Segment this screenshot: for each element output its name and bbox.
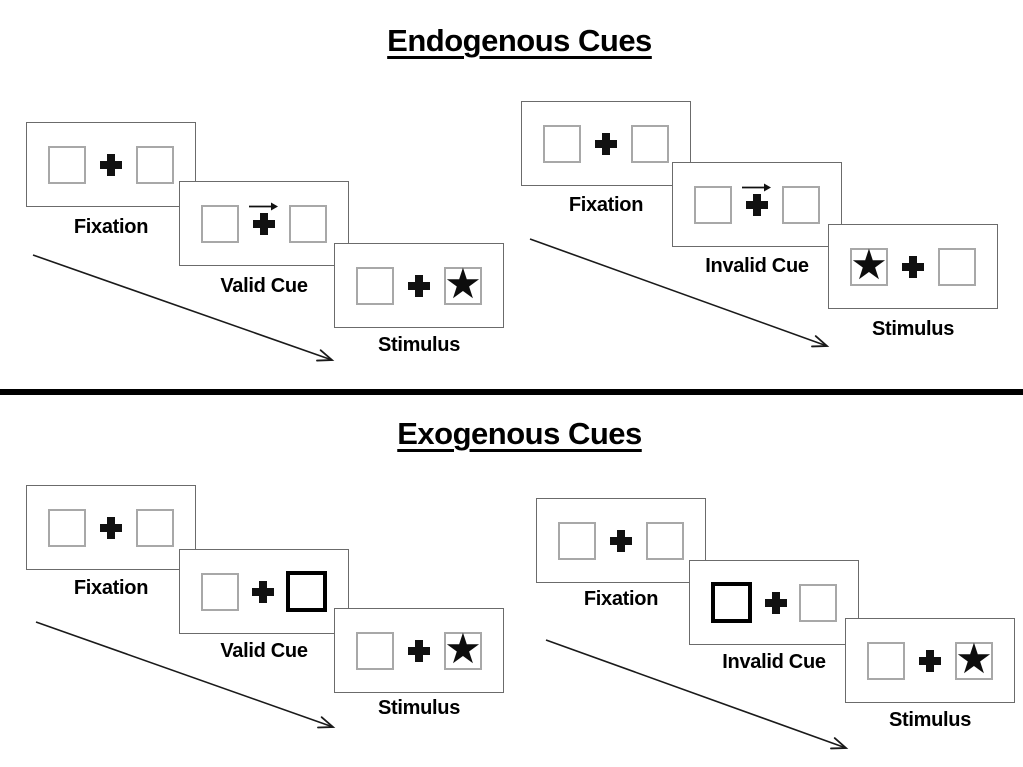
placeholder-box-left [694, 185, 732, 224]
fixation-cross-icon [100, 153, 122, 176]
stimulus-box-right: ★ [955, 634, 993, 683]
panel-label: Fixation [568, 194, 644, 216]
panel-label: Stimulus [377, 334, 461, 356]
panel-label: Fixation [73, 216, 149, 238]
cue-panel [179, 549, 349, 634]
placeholder-box-left [558, 521, 596, 560]
fixation-cross-icon [610, 529, 632, 552]
section-title-exogenous: Exogenous Cues [397, 416, 642, 451]
timeline-arrow-endogenous-valid [32, 254, 335, 362]
placeholder-box-right [136, 145, 174, 184]
center-area [759, 561, 793, 644]
section-divider [0, 389, 1023, 395]
star-icon: ★ [444, 624, 482, 673]
panel-label: Invalid Cue [705, 255, 809, 277]
placeholder-box-left [201, 204, 239, 243]
fixation-cross-icon [746, 193, 768, 216]
center-area [913, 619, 947, 702]
center-area [246, 550, 280, 633]
placeholder-box-left [867, 641, 905, 680]
panel-label: Fixation [583, 588, 659, 610]
placeholder-box-right [938, 247, 976, 286]
placeholder-box-right [631, 124, 669, 163]
placeholder-box-right [289, 204, 327, 243]
center-area [740, 163, 774, 246]
panel-label: Stimulus [888, 709, 972, 731]
right-arrow-cue-icon [249, 202, 278, 211]
star-icon: ★ [850, 240, 888, 289]
panel-label: Invalid Cue [722, 651, 826, 673]
panel-label: Stimulus [377, 697, 461, 719]
fixation-cross-icon [595, 132, 617, 155]
placeholder-box-right [136, 508, 174, 547]
center-area [896, 225, 930, 308]
panel-label: Stimulus [871, 318, 955, 340]
placeholder-box-right [799, 583, 837, 622]
placeholder-box-left [201, 572, 239, 611]
fixation-cross-icon [100, 516, 122, 539]
fixation-cross-icon [253, 212, 275, 235]
fixation-panel [521, 101, 691, 186]
placeholder-box-right [646, 521, 684, 560]
timeline-arrow-exogenous-valid [35, 621, 336, 729]
cued-box-left [711, 582, 752, 623]
center-area [604, 499, 638, 582]
center-area [589, 102, 623, 185]
stimulus-box-right: ★ [444, 624, 482, 673]
cue-panel [672, 162, 842, 247]
section-title-endogenous: Endogenous Cues [387, 23, 652, 58]
stimulus-box-left: ★ [850, 240, 888, 289]
fixation-cross-icon [251, 580, 274, 603]
stimulus-panel: ★ [828, 224, 998, 309]
placeholder-box-left [356, 266, 394, 305]
fixation-panel [536, 498, 706, 583]
stimulus-box-right: ★ [444, 259, 482, 308]
fixation-cross-icon [902, 255, 924, 278]
fixation-cross-icon [408, 639, 430, 662]
cue-panel [179, 181, 349, 266]
center-area [247, 182, 281, 265]
fixation-cross-icon [408, 274, 430, 297]
center-area [402, 244, 436, 327]
fixation-panel [26, 122, 196, 207]
stimulus-panel: ★ [334, 608, 504, 693]
placeholder-box-left [48, 145, 86, 184]
placeholder-box-left [48, 508, 86, 547]
star-icon: ★ [955, 634, 993, 683]
placeholder-box-left [543, 124, 581, 163]
cued-box-right [286, 571, 327, 612]
panel-label: Fixation [73, 577, 149, 599]
fixation-cross-icon [919, 649, 941, 672]
panel-label: Valid Cue [220, 640, 308, 662]
cue-panel [689, 560, 859, 645]
center-area [94, 486, 128, 569]
panel-label: Valid Cue [220, 275, 308, 297]
placeholder-box-right [782, 185, 820, 224]
fixation-panel [26, 485, 196, 570]
star-icon: ★ [444, 259, 482, 308]
stimulus-panel: ★ [334, 243, 504, 328]
placeholder-box-left [356, 631, 394, 670]
right-arrow-cue-icon [742, 183, 771, 192]
stimulus-panel: ★ [845, 618, 1015, 703]
center-area [402, 609, 436, 692]
fixation-cross-icon [764, 591, 787, 614]
center-area [94, 123, 128, 206]
